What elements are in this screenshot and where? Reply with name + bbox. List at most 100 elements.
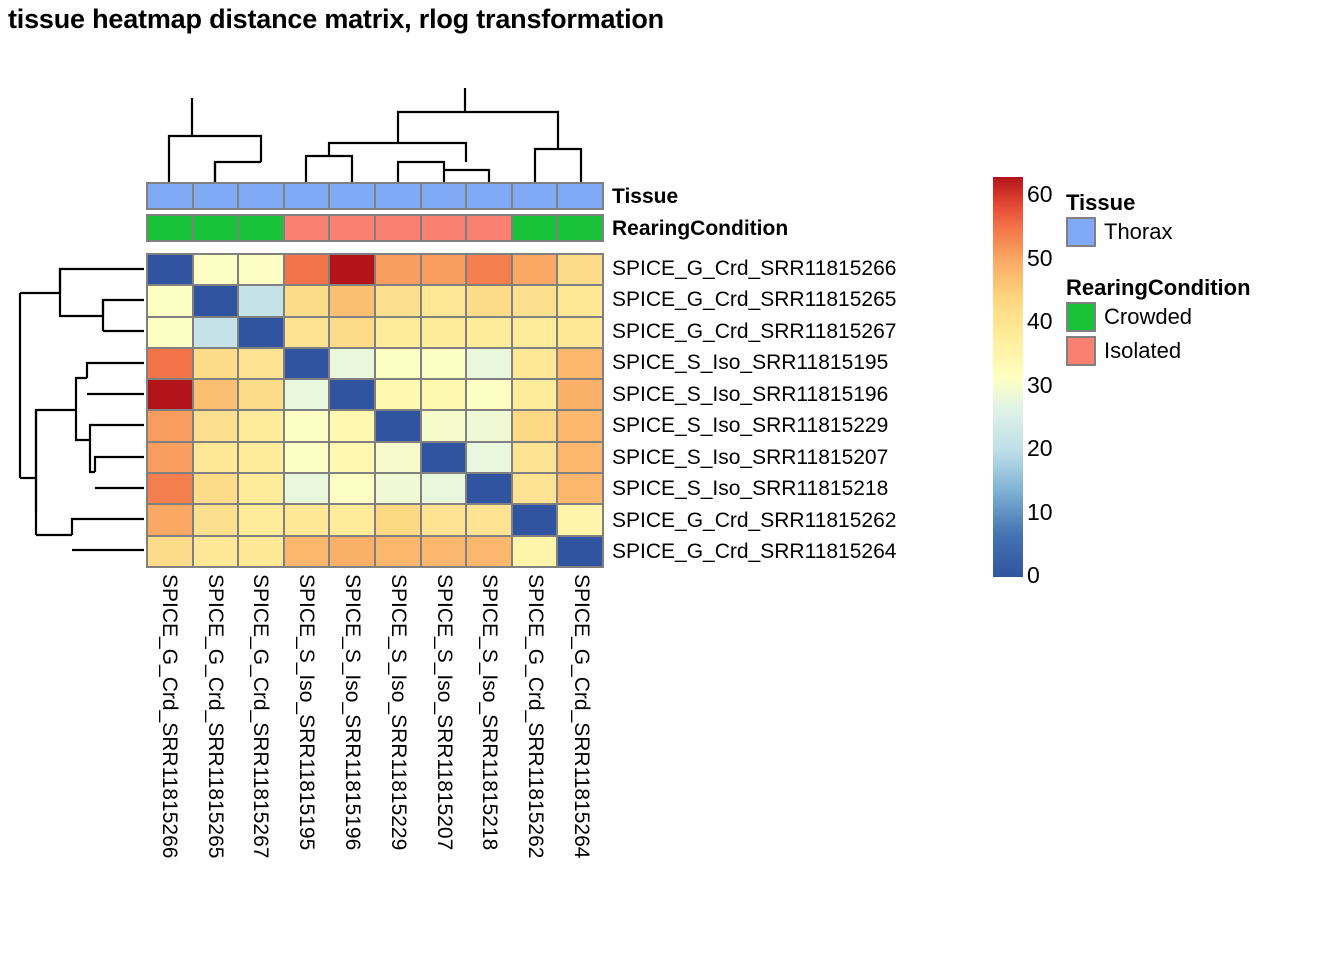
heatmap-cell xyxy=(466,285,512,317)
heatmap-cell xyxy=(374,316,421,348)
legend-title: RearingCondition xyxy=(1066,275,1251,300)
heatmap-grid xyxy=(146,253,604,568)
heatmap-cell xyxy=(238,285,284,317)
heatmap-cell xyxy=(511,379,558,411)
annotation-cell-tissue xyxy=(557,183,603,209)
heatmap-cell xyxy=(329,441,375,474)
heatmap-cell xyxy=(557,441,603,474)
column-label: SPICE_S_Iso_SRR11815207 xyxy=(432,574,456,851)
colorbar-tick: 50 xyxy=(1027,244,1053,271)
heatmap-cell xyxy=(420,285,467,317)
heatmap-cell xyxy=(466,473,512,505)
heatmap-cell xyxy=(557,410,603,442)
annotation-cell-rearing xyxy=(374,215,421,241)
heatmap-cell xyxy=(511,316,558,348)
heatmap-cell xyxy=(192,473,239,505)
column-label: SPICE_S_Iso_SRR11815196 xyxy=(341,574,365,851)
heatmap-cell xyxy=(147,254,193,286)
column-label: SPICE_G_Crd_SRR11815265 xyxy=(203,574,227,859)
legend-label: Isolated xyxy=(1104,338,1182,363)
legend-label: Thorax xyxy=(1104,219,1173,244)
heatmap-cell xyxy=(420,316,467,348)
heatmap-cell xyxy=(329,504,375,536)
annotation-cell-rearing xyxy=(329,215,375,241)
heatmap-cell xyxy=(374,535,421,567)
heatmap-cell xyxy=(329,473,375,505)
row-label: SPICE_G_Crd_SRR11815267 xyxy=(612,319,897,343)
heatmap-cell xyxy=(147,285,193,317)
colorbar-tick: 0 xyxy=(1027,562,1040,588)
heatmap-cell xyxy=(283,347,330,380)
annotation-cell-tissue xyxy=(466,183,512,209)
heatmap-cell xyxy=(511,410,558,442)
heatmap-cell xyxy=(374,441,421,474)
heatmap-cell xyxy=(147,410,193,442)
colorbar-tick: 10 xyxy=(1027,498,1053,525)
annotation-cell-rearing xyxy=(283,215,330,241)
heatmap-cell xyxy=(238,254,284,286)
row-label: SPICE_S_Iso_SRR11815229 xyxy=(612,414,889,438)
heatmap-cell xyxy=(420,441,467,474)
heatmap-cell xyxy=(374,473,421,505)
heatmap-cell xyxy=(283,285,330,317)
heatmap-cell xyxy=(238,535,284,567)
heatmap-cell xyxy=(557,504,603,536)
colorbar xyxy=(993,177,1023,577)
heatmap-cell xyxy=(511,504,558,536)
heatmap-cell xyxy=(147,535,193,567)
row-label: SPICE_G_Crd_SRR11815266 xyxy=(612,256,897,280)
heatmap-cell xyxy=(283,535,330,567)
heatmap-cell xyxy=(329,379,375,411)
heatmap-cell xyxy=(329,316,375,348)
heatmap-cell xyxy=(466,504,512,536)
annotation-cell-rearing xyxy=(147,215,193,241)
heatmap-cell xyxy=(192,379,239,411)
heatmap-cell xyxy=(283,504,330,536)
heatmap-cell xyxy=(238,379,284,411)
heatmap-cell xyxy=(511,535,558,567)
heatmap-cell xyxy=(238,441,284,474)
annotation-cell-tissue xyxy=(374,183,421,209)
column-label: SPICE_G_Crd_SRR11815264 xyxy=(570,574,594,859)
heatmap-cell xyxy=(283,316,330,348)
annotation-cell-tissue xyxy=(420,183,467,209)
heatmap-cell xyxy=(466,441,512,474)
heatmap-cell xyxy=(466,535,512,567)
heatmap-cell xyxy=(329,410,375,442)
heatmap-cell xyxy=(147,379,193,411)
heatmap-cell xyxy=(374,410,421,442)
legend-title: Tissue xyxy=(1066,190,1136,215)
heatmap-cell xyxy=(283,254,330,286)
column-label: SPICE_G_Crd_SRR11815262 xyxy=(524,574,548,859)
colorbar-tick: 40 xyxy=(1027,308,1053,335)
annotation-cell-tissue xyxy=(192,183,239,209)
heatmap-cell xyxy=(147,316,193,348)
heatmap-cell xyxy=(466,410,512,442)
heatmap-cell xyxy=(420,535,467,567)
heatmap-cell xyxy=(511,285,558,317)
heatmap-cell xyxy=(147,473,193,505)
heatmap-cell xyxy=(283,473,330,505)
heatmap-cell xyxy=(420,410,467,442)
annotation-cell-rearing xyxy=(511,215,558,241)
heatmap-cell xyxy=(192,504,239,536)
legend-label: Crowded xyxy=(1104,304,1193,329)
heatmap-cell xyxy=(192,347,239,380)
heatmap-cell xyxy=(238,473,284,505)
heatmap-cell xyxy=(238,410,284,442)
annotation-bar-rearing xyxy=(146,214,604,242)
heatmap-cell xyxy=(238,316,284,348)
heatmap-cell xyxy=(192,285,239,317)
row-label: SPICE_G_Crd_SRR11815262 xyxy=(612,508,897,532)
heatmap-cell xyxy=(374,254,421,286)
column-label: SPICE_S_Iso_SRR11815229 xyxy=(386,574,410,851)
annotation-cell-tissue xyxy=(329,183,375,209)
row-label: SPICE_G_Crd_SRR11815265 xyxy=(612,288,897,312)
annotation-cell-rearing xyxy=(466,215,512,241)
annotation-cell-rearing xyxy=(192,215,239,241)
heatmap-cell xyxy=(147,504,193,536)
heatmap-cell xyxy=(466,379,512,411)
column-label: SPICE_G_Crd_SRR11815267 xyxy=(249,574,273,859)
